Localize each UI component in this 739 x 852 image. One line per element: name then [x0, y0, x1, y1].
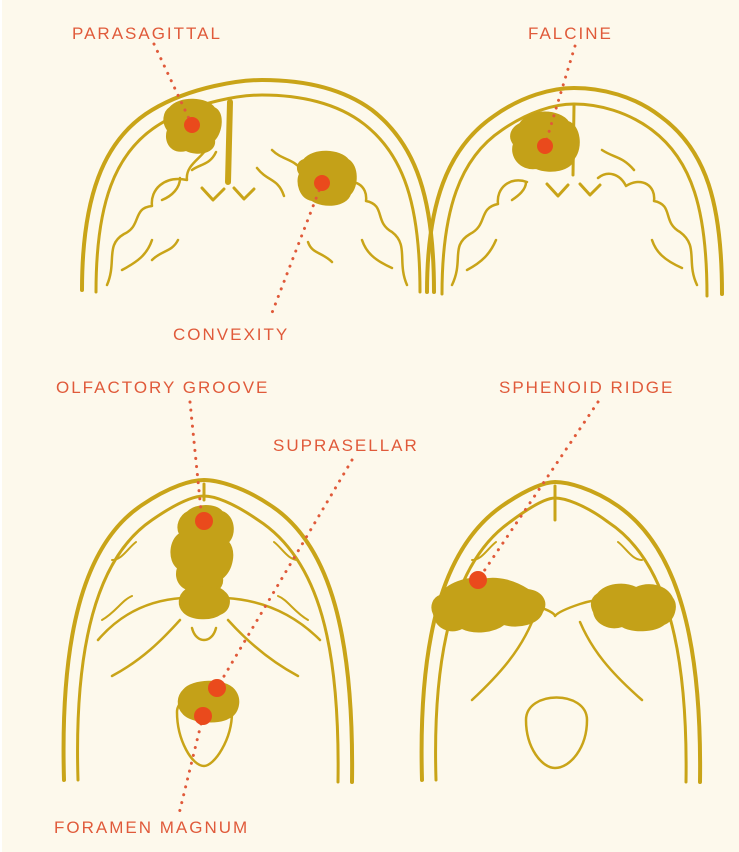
sphenoid-tumor-right — [592, 585, 675, 631]
skull-base-right — [422, 482, 701, 782]
coronal-head-right — [427, 88, 722, 296]
gyri-left — [452, 180, 527, 285]
falx — [228, 102, 230, 182]
skull-outer — [82, 80, 434, 292]
label-suprasellar: SUPRASELLAR — [273, 436, 419, 456]
sella — [192, 628, 216, 640]
label-falcine: FALCINE — [528, 24, 613, 44]
ventricles — [202, 188, 254, 200]
leader-foramen — [178, 716, 203, 818]
label-sphenoid-ridge: SPHENOID RIDGE — [499, 378, 674, 398]
gyri-center — [152, 240, 332, 262]
clivus — [112, 620, 298, 676]
marker-convexity — [314, 175, 330, 191]
marker-foramen — [194, 707, 212, 725]
gyri-left — [107, 148, 216, 285]
leader-sphenoid — [478, 402, 598, 580]
marker-parasagittal — [184, 117, 200, 133]
ventricles — [547, 184, 600, 196]
skull-inner — [96, 95, 420, 292]
skull-inner — [436, 498, 687, 782]
leader-olfactory — [190, 402, 202, 520]
gyri-right — [598, 150, 697, 285]
label-parasagittal: PARASAGITTAL — [72, 24, 222, 44]
label-convexity: CONVEXITY — [173, 325, 289, 345]
marker-falcine — [537, 138, 553, 154]
foramen — [526, 698, 587, 769]
skull-outer — [422, 482, 701, 782]
label-olfactory-groove: OLFACTORY GROOVE — [56, 378, 269, 398]
marker-suprasellar — [208, 679, 226, 697]
sphenoid-tumor-left — [432, 579, 544, 632]
coronal-head-left — [82, 80, 434, 292]
clivus — [472, 622, 642, 700]
marker-olfactory — [195, 512, 213, 530]
label-foramen-magnum: FORAMEN MAGNUM — [54, 818, 249, 838]
marker-sphenoid — [469, 571, 487, 589]
markers — [184, 117, 553, 725]
